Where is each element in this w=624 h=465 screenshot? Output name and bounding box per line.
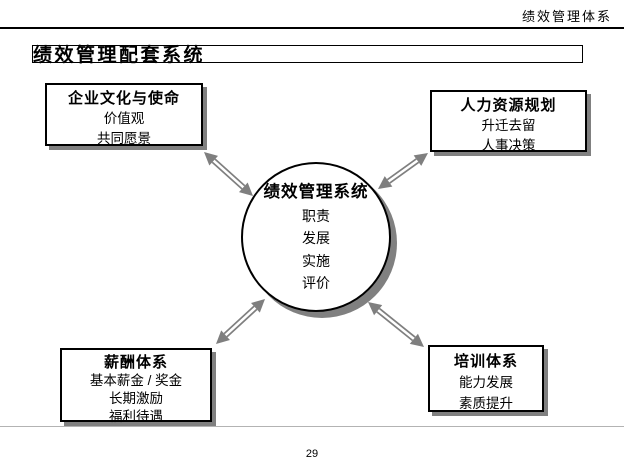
box-hr-planning-title: 人力资源规划	[460, 97, 557, 114]
circle-line: 实施	[302, 252, 330, 269]
circle-line: 评价	[302, 275, 330, 291]
header-label: 绩效管理体系	[521, 9, 612, 24]
box-compensation-system-line: 福利待遇	[109, 409, 163, 424]
circle-title: 绩效管理系统	[263, 182, 369, 201]
page-number: 29	[305, 448, 319, 460]
box-hr-planning: 人力资源规划 升迁去留 人事决策	[430, 90, 587, 153]
box-training-system-line: 素质提升	[459, 396, 513, 411]
box-training-system-title: 培训体系	[453, 353, 518, 370]
footer-divider-line	[0, 426, 624, 427]
title-underline-box	[32, 45, 583, 63]
arrow-compensation-center	[216, 299, 265, 344]
arrow-training-center	[368, 302, 424, 347]
box-training-system: 培训体系 能力发展 素质提升	[428, 345, 544, 412]
circle-line: 职责	[302, 207, 330, 224]
box-hr-planning-line: 升迁去留	[481, 118, 536, 133]
arrow-hr-center	[378, 153, 428, 189]
box-compensation-system: 薪酬体系 基本薪金 / 奖金 长期激励 福利待遇	[60, 348, 212, 424]
box-hr-planning-line: 人事决策	[481, 138, 536, 153]
circle-line: 发展	[302, 230, 330, 246]
box-corporate-culture-line: 价值观	[103, 111, 145, 126]
box-corporate-culture-line: 共同愿景	[97, 131, 151, 146]
box-compensation-system-line: 长期激励	[109, 391, 163, 406]
arrow-culture-center	[204, 152, 253, 196]
box-compensation-system-title: 薪酬体系	[103, 354, 168, 371]
box-training-system-line: 能力发展	[459, 375, 513, 390]
header-divider-line	[0, 27, 624, 29]
circle-performance-management-system: 绩效管理系统 职责 发展 实施 评价	[241, 162, 391, 312]
page-title: 绩效管理配套系统	[33, 45, 206, 66]
box-corporate-culture-title: 企业文化与使命	[67, 90, 180, 107]
box-corporate-culture: 企业文化与使命 价值观 共同愿景	[45, 83, 203, 146]
box-compensation-system-line: 基本薪金 / 奖金	[89, 373, 183, 388]
